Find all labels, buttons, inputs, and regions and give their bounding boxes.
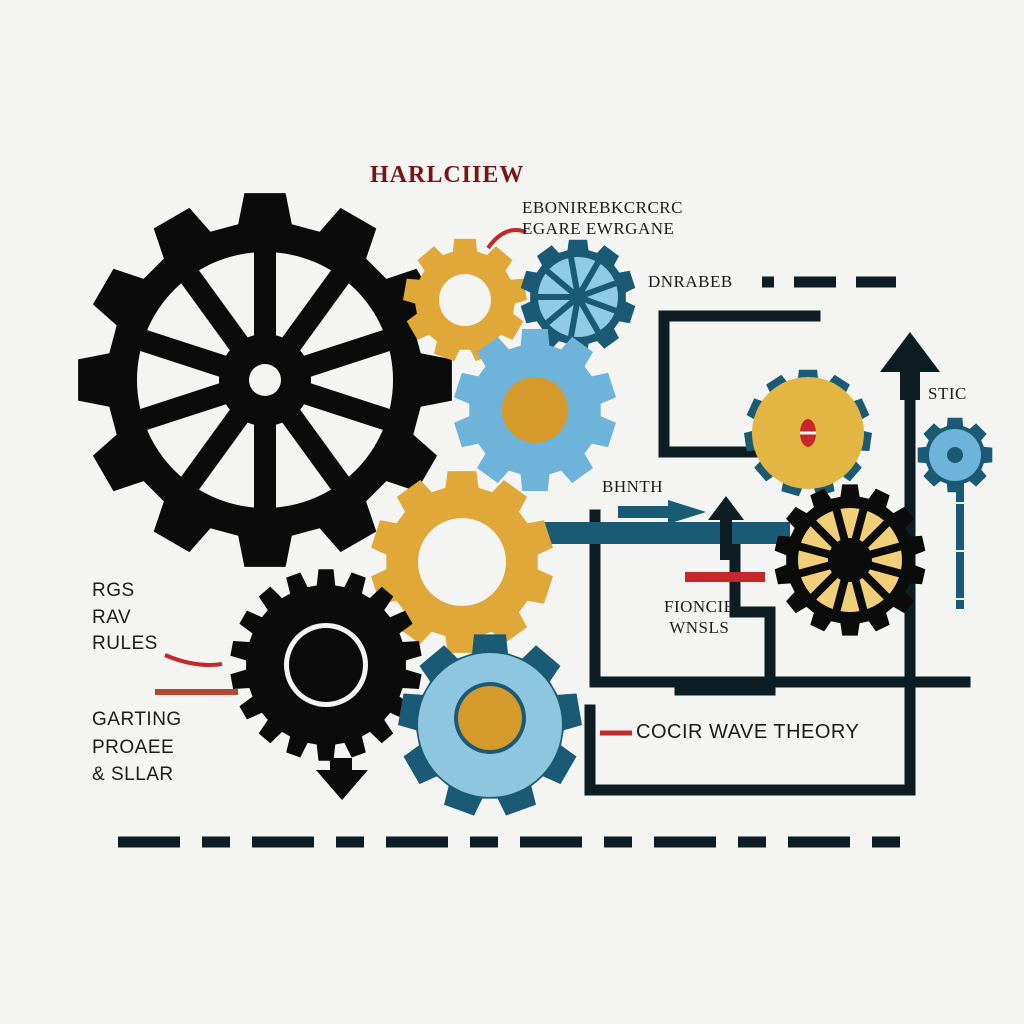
- pipe-mid-box: [674, 534, 776, 696]
- gear-spoke: [584, 280, 617, 298]
- gear-spoke: [832, 506, 850, 544]
- blue-gear-icon-bottom: [398, 634, 582, 816]
- label-left-bottom-line1: GARTING: [92, 709, 182, 730]
- label-group-fioncie: FIONCIE WNSLS: [664, 598, 735, 636]
- small-blue-gear-icon: [917, 417, 993, 493]
- red-bar: [685, 572, 765, 582]
- gear-spoke: [279, 265, 353, 355]
- gear-spoke: [279, 405, 353, 495]
- gear-spoke: [579, 260, 601, 292]
- gear-spoke: [584, 296, 617, 314]
- label-left-bottom-line2: PROAEE: [92, 736, 175, 758]
- gear-spoke: [866, 542, 904, 560]
- gear-spoke: [850, 506, 868, 544]
- gear-spoke: [808, 518, 841, 551]
- pipe-top-bracket: [658, 310, 821, 458]
- gear-spoke: [808, 569, 841, 602]
- label-fioncie-line2: WNSLS: [669, 618, 730, 637]
- gear-spoke: [545, 299, 574, 326]
- diagram-title: HARLCIIEW: [370, 162, 525, 188]
- small-gold-gear-icon: [744, 369, 872, 497]
- gear-spoke: [568, 304, 580, 337]
- black-gear-icon: [230, 569, 422, 761]
- label-left-bottom-line3: & SLLAR: [92, 764, 174, 786]
- black-gold-spoked-gear-icon: [774, 484, 926, 636]
- gear-spoke: [832, 576, 850, 614]
- gold-gear-icon-center: [371, 471, 553, 653]
- gear-spoke: [177, 265, 251, 355]
- pipe-inner-box: [589, 509, 971, 688]
- gear-spoke: [859, 569, 892, 602]
- gear-spoke: [796, 560, 834, 578]
- label-stic: STIC: [928, 384, 967, 403]
- large-black-gear-icon: [78, 193, 452, 567]
- gear-spoke: [796, 542, 834, 560]
- up-arrow-icon: [880, 332, 940, 400]
- blue-gear-icon: [454, 329, 616, 491]
- gold-gear-icon-top: [403, 238, 527, 362]
- label-wave-theory: COCIR WAVE THEORY: [636, 721, 860, 743]
- gear-spoke: [579, 302, 601, 334]
- right-arrow-icon: [618, 500, 706, 524]
- gear-spoke: [866, 560, 904, 578]
- label-top-right-line1: EBONIREBKCRCRC: [522, 198, 683, 217]
- label-left-top-line3: RULES: [92, 633, 158, 655]
- gear-spoke: [177, 405, 251, 495]
- gear-spoke: [545, 268, 574, 295]
- gear-spoke: [850, 576, 868, 614]
- up-arrow-icon-small: [708, 496, 744, 560]
- label-fioncie-line1: FIONCIE: [664, 597, 735, 616]
- teal-bar: [542, 522, 790, 544]
- label-left-top-line2: RAV: [92, 606, 132, 628]
- label-group-top-right: EBONIREBKCRCRC EGARE EWRGANE: [522, 199, 683, 237]
- gear-spoke: [134, 381, 231, 432]
- gear-spoke: [134, 328, 231, 379]
- down-arrow-icon: [316, 758, 368, 800]
- gear-spoke: [299, 381, 396, 432]
- gear-spoke: [859, 518, 892, 551]
- label-bhnth: BHNTH: [602, 477, 664, 496]
- teal-spoked-gear-icon: [520, 239, 636, 355]
- connector-red-top: [486, 228, 527, 250]
- label-group-left-bottom: GARTING PROAEE & SLLAR: [92, 706, 182, 789]
- label-group-left-top: RGS RAV RULES: [92, 578, 158, 658]
- connector-red-left1: [164, 653, 223, 667]
- gear-spoke: [299, 328, 396, 379]
- label-top-right-line2: EGARE EWRGANE: [522, 219, 675, 238]
- label-dnrabeb: DNRABEB: [648, 272, 733, 291]
- label-left-top-line1: RGS: [92, 580, 135, 601]
- gear-spoke: [568, 257, 580, 290]
